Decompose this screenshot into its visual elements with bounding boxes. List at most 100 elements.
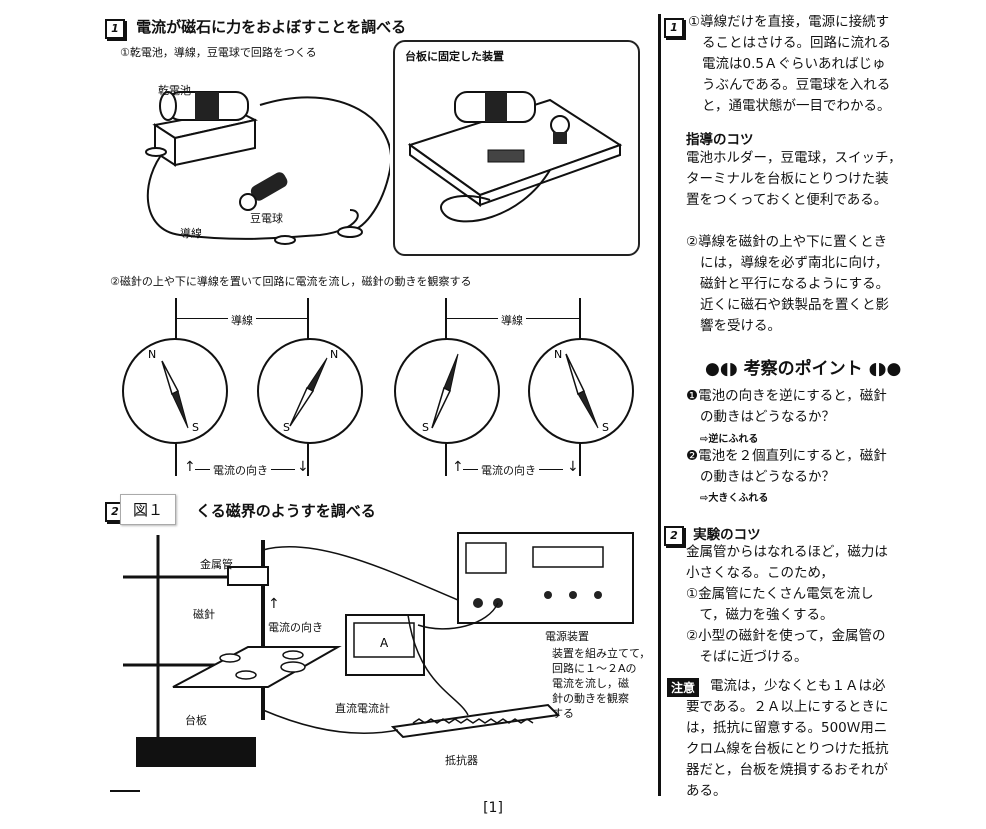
right-section2-heading: 2 実験のコツ [664,523,761,546]
step1-text: ①乾電池，導線，豆電球で回路をつくる [120,46,317,59]
tips-text: 電池ホルダー，豆電球，スイッチ， ターミナルを台板にとりつけた装 置をつくってお… [686,148,981,211]
apparatus-caption: 装置を組み立てて， 回路に１～２Aの 電流を流し，磁 針の動きを観察 する [552,646,650,721]
text-line: 響を受ける。 [700,318,781,334]
experiment-tips-heading: 実験のコツ [693,527,761,543]
svg-text:S: S [192,421,199,434]
text-line: 磁針と平行になるようにする。 [700,276,890,292]
text-line: ることはさける。回路に流れる [702,35,891,51]
compass-4: NS [528,338,634,444]
text-line: の動きはどうなるか？ [700,469,835,485]
battery-circuit-illustration [145,91,390,245]
arrow-down-icon: ↓ [567,459,579,475]
note-2-text: ②導線を磁針の上や下に置くとき には，導線を必ず南北に向け， 磁針と平行になるよ… [686,232,981,337]
current-direction-label: 電流の向き [478,462,539,478]
tips-heading: 指導のコツ [686,132,754,148]
step2-text: ②磁針の上や下に導線を置いて回路に電流を流し，磁針の動きを観察する [110,275,472,288]
text-line: ❷電池を２個直列にすると，磁針 [686,448,887,464]
answer-2: ⇨大きくふれる [700,493,769,504]
svg-text:N: N [148,348,156,361]
caution-tag: 注意 [667,678,700,697]
note-1-text: ①導線だけを直接，電源に接続す ることはさける。回路に流れる 電流は0.5Ａぐら… [688,12,978,117]
label-metal-pipe: 金属管 [200,558,233,571]
label-compass-needle: 磁針 [193,608,215,621]
label-base-board: 台板 [185,714,207,727]
board-apparatus-illustration [407,91,623,223]
text-line: クロム線を台板にとりつけた抵抗 [686,741,889,757]
section-number-badge: 2 [664,526,684,546]
decor-right-icon: ◖◗● [868,359,902,379]
section1-title: 電流が磁石に力をおよぼすことを調べる [136,18,407,36]
text-line: には，導線を必ず南北に向け， [700,255,889,271]
question-1: ❶電池の向きを逆にすると，磁針 の動きはどうなるか？ [686,386,981,428]
text-line: ①金属管にたくさん電気を流し [686,586,874,602]
caution-text: 要である。２Ａ以上にするときに は，抵抗に留意する。500Ｗ用ニ クロム線を台板… [686,697,981,802]
text-line: は，抵抗に留意する。500Ｗ用ニ [686,720,888,736]
text-line: うぶんである。豆電球を入れる [702,77,891,93]
svg-text:S: S [602,421,609,434]
caption-line: する [552,707,574,720]
board-title: 台板に固定した装置 [405,50,504,63]
section2-title: くる磁界のようすを調べる [196,502,376,520]
text-line: 電流は0.5Ａぐらいあればじゅ [702,56,886,72]
label-ammeter: 直流電流計 [335,702,390,715]
compass-2: NS [257,338,363,444]
figure-tag: 図１ [120,494,177,525]
text-line: ターミナルを台板にとりつけた装 [686,171,889,187]
caution-text-first: 電流は，少なくとも１Ａは必 [710,678,886,694]
label-resistor: 抵抗器 [445,754,478,767]
text-line: と，通電状態が一目でわかる。 [702,98,891,114]
label-battery: 乾電池 [158,84,191,97]
svg-text:N: N [330,348,338,361]
section1-heading: 1 電流が磁石に力をおよぼすことを調べる [105,16,406,39]
label-power-supply: 電源装置 [545,630,589,643]
right-section1-number: 1 [664,16,684,38]
experiment-tips-text: 金属管からはなれるほど，磁力は 小さくなる。このため， ①金属管にたくさん電気を… [686,542,981,668]
text-line: ②小型の磁針を使って，金属管の [686,628,886,644]
battery-box [152,91,258,167]
text-line: ②導線を磁針の上や下に置くとき [686,234,888,250]
text-line: ①導線だけを直接，電源に接続す [688,14,890,30]
compass-3: S [394,338,500,444]
text-line: 金属管からはなれるほど，磁力は [686,544,888,560]
label-bulb: 豆電球 [250,212,283,225]
question-2: ❷電池を２個直列にすると，磁針 の動きはどうなるか？ [686,446,981,488]
decor-left-icon: ●◖◗ [705,359,738,379]
compass-1: NS [122,338,228,444]
svg-text:S: S [283,421,290,434]
text-line: そばに近づける。 [686,649,808,665]
caption-line: 装置を組み立てて， [552,647,651,660]
arrow-down-icon: ↓ [297,459,309,475]
wire-label: 導線 [228,312,256,328]
text-line: 要である。２Ａ以上にするときに [686,699,889,715]
text-line: の動きはどうなるか？ [700,409,835,425]
label-current-direction: 電流の向き [268,621,323,634]
text-line: 小さくなる。このため， [686,565,834,581]
arrow-up-icon: ↑ [184,459,196,475]
svg-text:S: S [422,421,429,434]
page-number: [1] [483,800,503,816]
text-line: 置をつくっておくと便利である。 [686,192,888,208]
caption-line: 針の動きを観察 [552,692,629,705]
text-line: ❶電池の向きを逆にすると，磁針 [686,388,887,404]
caption-line: 電流を流し，磁 [552,677,629,690]
bulb-socket [239,172,288,211]
points-heading: ●◖◗ 考察のポイント ◖◗● [705,354,901,379]
text-line: て，磁力を強くする。 [686,607,834,623]
caption-line: 回路に１～２Aの [552,662,637,675]
answer-1: ⇨逆にふれる [700,434,759,445]
svg-text:N: N [554,348,562,361]
footnote-rule [110,790,140,792]
label-wire: 導線 [180,227,202,240]
text-line: 電池ホルダー，豆電球，スイッチ， [686,150,902,166]
section1-number: 1 [105,19,125,39]
board-apparatus-box: 台板に固定した装置 [393,40,640,256]
arrow-up-icon: ↑ [452,459,464,475]
section-number-badge: 1 [664,18,684,38]
column-divider [658,14,661,796]
text-line: 器だと，台板を焼損するおそれが [686,762,888,778]
text-line: ある。 [686,783,727,799]
points-heading-text: 考察のポイント [743,359,863,379]
text-line: 近くに磁石や鉄製品を置くと影 [700,297,889,313]
magnetic-field-apparatus-illustration: A [123,532,634,767]
ammeter-face-text: A [380,636,389,650]
